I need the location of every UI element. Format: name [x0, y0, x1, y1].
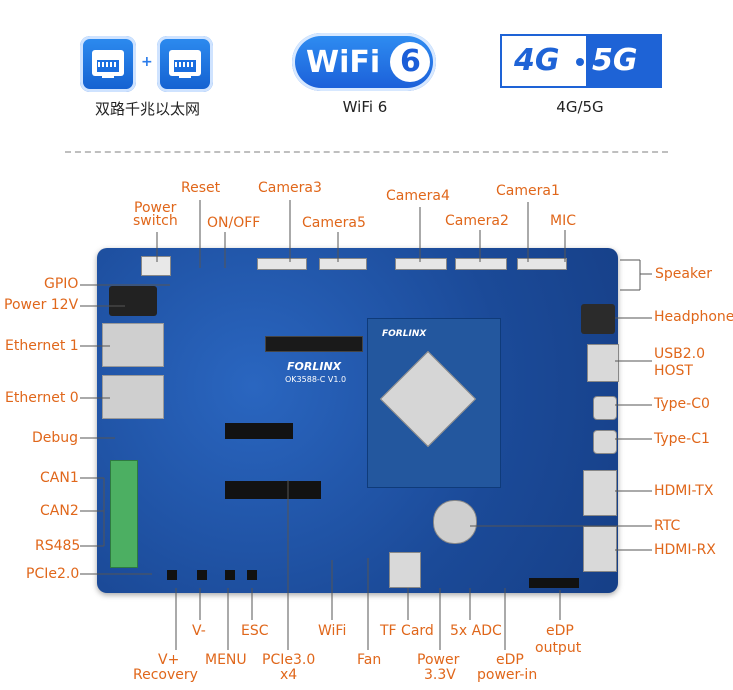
cellular-badge-dot — [576, 58, 584, 66]
label-power33-line1: Power — [417, 652, 460, 668]
label-fan: Fan — [357, 652, 382, 668]
label-speaker: Speaker — [655, 266, 712, 282]
cellular-feature-label: 4G/5G — [556, 98, 604, 116]
dashed-divider — [65, 151, 668, 153]
ethernet-port-icon — [169, 50, 201, 78]
label-type-c1: Type-C1 — [654, 431, 710, 447]
label-pcie30-x4: x4 — [280, 667, 298, 683]
usb-host-port — [587, 344, 619, 382]
ethernet-feature-label: 双路千兆以太网 — [94, 100, 200, 118]
label-adc: 5x ADC — [450, 623, 502, 639]
label-usb20: USB2.0 — [654, 346, 706, 362]
headphone-jack — [581, 304, 615, 334]
label-gpio: GPIO — [44, 276, 79, 292]
power-switch — [141, 256, 171, 276]
label-hdmi-rx: HDMI-RX — [654, 542, 716, 558]
label-pcie30: PCIe3.0 — [262, 652, 316, 668]
gpio-header — [265, 336, 363, 352]
label-edp-output-line2: output — [535, 640, 582, 656]
label-power-12v: Power 12V — [4, 297, 79, 313]
pcie3-slot — [225, 481, 321, 499]
label-v-minus: V- — [192, 623, 206, 639]
type-c1-port — [593, 430, 617, 454]
label-usb-host: HOST — [654, 363, 693, 379]
wifi-badge-text: WiFi — [306, 45, 381, 80]
label-camera2: Camera2 — [445, 213, 509, 229]
can-terminal-block — [110, 460, 138, 568]
wifi-feature-label: WiFi 6 — [342, 98, 388, 116]
camera1-connector — [517, 258, 567, 270]
label-rs485: RS485 — [35, 538, 81, 554]
ethernet0-port — [102, 375, 164, 419]
cellular-badge-4g: 4G — [514, 43, 560, 78]
label-esc: ESC — [241, 623, 269, 639]
tf-card-slot — [389, 552, 421, 588]
cellular-badge: 4G 5G — [500, 34, 662, 88]
label-edp-powerin-line1: eDP — [496, 652, 524, 668]
ethernet-port-icon — [92, 50, 124, 78]
cellular-badge-5g-bg — [586, 36, 660, 86]
rtc-battery — [433, 500, 477, 544]
label-power33-line2: 3.3V — [424, 667, 456, 683]
v-minus-button — [197, 570, 207, 580]
label-menu: MENU — [205, 652, 247, 668]
label-hdmi-tx: HDMI-TX — [654, 483, 714, 499]
label-ethernet1: Ethernet 1 — [5, 338, 79, 354]
label-ethernet0: Ethernet 0 — [5, 390, 79, 406]
label-tf-card: TF Card — [380, 623, 434, 639]
camera5-connector — [319, 258, 367, 270]
label-can1: CAN1 — [40, 470, 79, 486]
label-wifi: WiFi — [318, 623, 347, 639]
label-camera4: Camera4 — [386, 188, 450, 204]
som-module: FORLINX — [367, 318, 501, 488]
label-debug: Debug — [32, 430, 79, 446]
camera2-connector — [455, 258, 507, 270]
label-camera5: Camera5 — [302, 215, 366, 231]
ethernet-badge-right — [157, 36, 213, 92]
edp-output-connector — [529, 578, 579, 588]
wifi6-badge: WiFi 6 — [292, 33, 436, 91]
label-v-plus: V+ — [158, 652, 180, 668]
label-type-c0: Type-C0 — [654, 396, 710, 412]
label-camera1: Camera1 — [496, 183, 560, 199]
label-can2: CAN2 — [40, 503, 79, 519]
label-power-switch-line1: Power — [134, 200, 177, 216]
esc-button — [247, 570, 257, 580]
board-brand: FORLINX — [287, 360, 342, 373]
label-reset: Reset — [181, 180, 221, 196]
camera3-connector — [257, 258, 307, 270]
plus-sign: + — [141, 54, 153, 70]
menu-button — [225, 570, 235, 580]
label-power-switch-line2: switch — [133, 213, 178, 229]
som-brand: FORLINX — [382, 329, 427, 339]
label-mic: MIC — [550, 213, 576, 229]
wifi-badge-number: 6 — [400, 44, 421, 79]
ethernet1-port — [102, 323, 164, 367]
board-model: OK3588-C V1.0 — [285, 375, 347, 384]
label-edp-output-line1: eDP — [546, 623, 574, 639]
label-camera3: Camera3 — [258, 180, 322, 196]
type-c0-port — [593, 396, 617, 420]
label-edp-powerin-line2: power-in — [477, 667, 538, 683]
pcie2-slot — [225, 423, 293, 439]
recovery-button — [167, 570, 177, 580]
label-pcie20: PCIe2.0 — [26, 566, 80, 582]
label-recovery: Recovery — [133, 667, 198, 683]
label-rtc: RTC — [654, 518, 681, 534]
carrier-board: FORLINX OK3588-C V1.0 FORLINX — [97, 248, 619, 593]
wifi-badge-number-circle — [390, 42, 430, 82]
label-on-off: ON/OFF — [207, 215, 261, 231]
power-12v-jack — [109, 286, 157, 316]
label-headphone: Headphone — [654, 309, 733, 325]
cellular-badge-5g: 5G — [592, 43, 638, 78]
camera4-connector — [395, 258, 447, 270]
hdmi-tx-port — [583, 470, 617, 516]
ethernet-badge-left — [80, 36, 136, 92]
